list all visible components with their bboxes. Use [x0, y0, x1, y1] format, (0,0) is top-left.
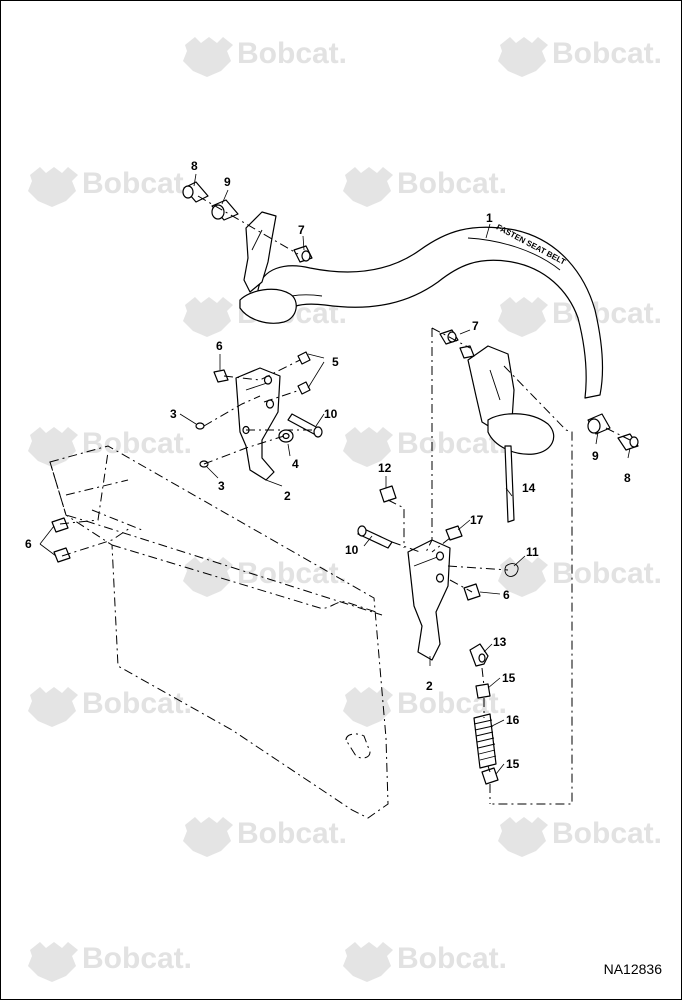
nut-7-right	[439, 329, 475, 359]
spacer-4	[278, 429, 294, 443]
bolt-8-left	[182, 181, 209, 203]
callout-15-lower: 15	[506, 757, 520, 771]
bobcat-logo-icon	[28, 167, 78, 207]
bobcat-logo-icon	[183, 297, 233, 337]
leader-lines	[39, 173, 631, 775]
figure-id: NA12836	[604, 961, 663, 977]
callout-12: 12	[378, 461, 392, 475]
callout-4: 4	[292, 457, 299, 471]
callout-16: 16	[506, 713, 520, 727]
bobcat-watermark-text: Bobcat.	[397, 942, 507, 975]
bobcat-logo-icon	[343, 167, 393, 207]
callout-5: 5	[332, 355, 339, 369]
callout-11: 11	[526, 545, 539, 559]
washers-3	[195, 422, 209, 468]
bobcat-watermark-text: Bobcat.	[82, 942, 192, 975]
clevis-13	[469, 643, 489, 667]
bobcat-watermark: Bobcat.	[28, 427, 192, 467]
callout-17: 17	[470, 513, 484, 527]
bobcat-watermark-text: Bobcat.	[82, 687, 192, 720]
bolt-10-right	[357, 525, 393, 549]
bobcat-watermark: Bobcat.	[498, 817, 662, 857]
bobcat-watermark: Bobcat.	[28, 167, 192, 207]
bracket-2-left	[235, 367, 281, 481]
bobcat-watermark: Bobcat.	[498, 557, 662, 597]
bobcat-watermark-text: Bobcat.	[397, 167, 507, 200]
callout-15-upper: 15	[502, 671, 516, 685]
bobcat-watermark: Bobcat.	[343, 427, 507, 467]
bobcat-watermark-text: Bobcat.	[82, 427, 192, 460]
bobcat-logo-icon	[498, 297, 548, 337]
callout-labels: 1 2 2 3 3 4 5 6 6 6 7 7 8 8 9 9 10 10 11…	[25, 159, 631, 771]
bobcat-logo-icon	[28, 427, 78, 467]
callout-6-right: 6	[503, 588, 510, 602]
callout-9-left: 9	[224, 175, 231, 189]
bobcat-watermark: Bobcat.	[343, 167, 507, 207]
pin-14	[504, 445, 515, 523]
callout-6-upper: 6	[216, 339, 223, 353]
nut-15-lower	[481, 767, 499, 785]
callout-14: 14	[522, 481, 536, 495]
bobcat-logo-icon	[183, 557, 233, 597]
bobcat-watermark: Bobcat.	[28, 687, 192, 727]
bobcat-logo-icon	[343, 687, 393, 727]
bobcat-logo-icon	[343, 427, 393, 467]
spacer-9-right	[587, 413, 611, 435]
bobcat-watermark-text: Bobcat.	[552, 297, 662, 330]
bolt-10-left	[287, 413, 323, 438]
bobcat-logo-icon	[28, 687, 78, 727]
assembly-lines	[59, 195, 631, 805]
bobcat-watermark: Bobcat.	[343, 942, 507, 982]
callout-7-left: 7	[298, 223, 305, 237]
bobcat-watermark-text: Bobcat.	[552, 37, 662, 70]
bobcat-watermark: Bobcat.	[183, 557, 347, 597]
callout-8-right: 8	[624, 471, 631, 485]
watermark-layer: Bobcat. Bobcat. Bobcat. Bobcat. Bobcat. Bobca…	[28, 37, 662, 982]
callout-2-right: 2	[426, 679, 433, 693]
bobcat-logo-icon	[498, 557, 548, 597]
seat-bar-left-pivot	[239, 211, 297, 324]
bobcat-logo-icon	[343, 942, 393, 982]
callout-10-upper: 10	[324, 407, 338, 421]
bobcat-watermark-text: Bobcat.	[82, 167, 192, 200]
bobcat-logo-icon	[183, 37, 233, 77]
callout-9-right: 9	[592, 449, 599, 463]
callout-7-right: 7	[472, 319, 479, 333]
bobcat-watermark: Bobcat.	[183, 817, 347, 857]
bobcat-watermark-text: Bobcat.	[552, 557, 662, 590]
callout-8-left: 8	[191, 159, 198, 173]
callout-2-left: 2	[284, 489, 291, 503]
bobcat-watermark: Bobcat.	[498, 37, 662, 77]
bolt-8-right	[617, 433, 639, 451]
nuts-6-left	[51, 517, 71, 563]
bolts-5	[297, 351, 311, 395]
callout-3-lower: 3	[218, 479, 225, 493]
bobcat-watermark-text: Bobcat.	[237, 817, 347, 850]
bobcat-logo-icon	[183, 817, 233, 857]
bracket-2-right	[407, 539, 451, 661]
bobcat-watermark-text: Bobcat.	[237, 37, 347, 70]
mounting-panel	[49, 445, 389, 819]
clip-11	[504, 563, 519, 577]
callout-6-left: 6	[25, 537, 32, 551]
spring-16	[473, 713, 497, 769]
bobcat-watermark: Bobcat.	[28, 942, 192, 982]
bobcat-watermark: Bobcat.	[183, 37, 347, 77]
bobcat-logo-icon	[498, 817, 548, 857]
bolt-12	[379, 485, 397, 503]
bobcat-watermark-text: Bobcat.	[552, 817, 662, 850]
nut-17	[445, 525, 463, 541]
nut-6-upper	[213, 369, 229, 383]
callout-1: 1	[486, 211, 493, 225]
callout-10-lower: 10	[345, 543, 359, 557]
bobcat-logo-icon	[28, 942, 78, 982]
bobcat-logo-icon	[498, 37, 548, 77]
nut-15-upper	[475, 683, 491, 699]
nut-7-left	[293, 245, 313, 263]
seat-bar-right-pivot	[467, 345, 555, 455]
callout-13: 13	[493, 635, 507, 649]
callout-3-upper: 3	[170, 407, 177, 421]
bobcat-watermark-text: Bobcat.	[237, 557, 347, 590]
